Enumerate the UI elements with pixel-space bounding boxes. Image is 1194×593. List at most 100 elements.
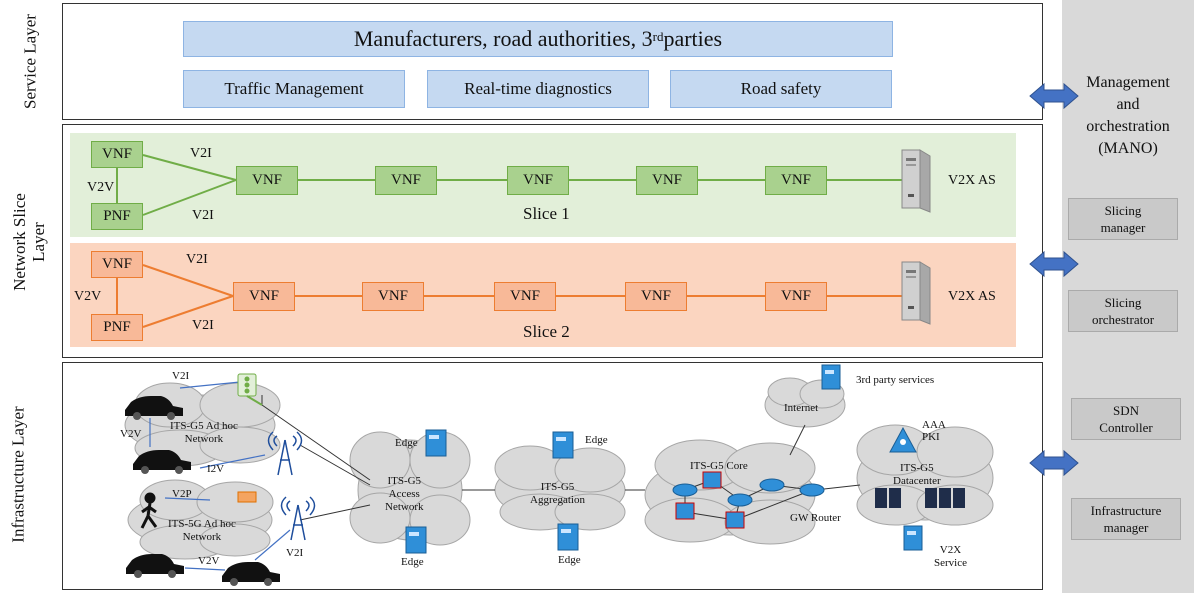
router-icon	[799, 483, 825, 497]
slice1-vnf-1: VNF	[236, 166, 298, 195]
car-icon	[133, 450, 191, 474]
aggregation-label: ITS-G5 Aggregation	[530, 481, 585, 507]
slice2-name: Slice 2	[523, 322, 570, 341]
double-arrow-icon	[1029, 82, 1079, 110]
v2x-service-line1: V2X	[939, 544, 962, 556]
datacenter-line2: Datacenter	[893, 475, 941, 487]
infra-adhoc-5g: ITS-5G Ad hoc Network	[168, 518, 236, 544]
double-arrow-icon	[1029, 449, 1079, 477]
traffic-light-icon	[237, 373, 263, 406]
sdn-controller-box: SDN Controller	[1071, 398, 1181, 440]
access-network-label: ITS-G5 Access Network	[385, 475, 424, 514]
slice1-v2v: V2V	[87, 180, 115, 195]
server-icon	[901, 261, 931, 325]
datacenter-label: ITS-G5 Datacenter	[893, 462, 941, 488]
slice2-vnf-3: VNF	[494, 282, 556, 311]
gw-router-label: GW Router	[790, 512, 841, 524]
service-banner-sup: rd	[652, 29, 664, 44]
edge-server-icon	[552, 431, 574, 459]
sdn-line2: Controller	[1099, 420, 1153, 435]
car-icon	[222, 562, 280, 586]
router-icons	[672, 471, 825, 529]
datacenter-line1: ITS-G5	[900, 462, 934, 474]
slice1-pnf: PNF	[91, 203, 143, 230]
slice1-vnf-5: VNF	[765, 166, 827, 195]
slice2-v2i-bottom: V2I	[192, 318, 214, 333]
slice1-vnf-3: VNF	[507, 166, 569, 195]
infra-v2i-top: V2I	[172, 370, 190, 382]
aggregation-line2: Aggregation	[530, 494, 585, 506]
slicing-orch-line1: Slicing	[1104, 295, 1142, 310]
infra-v2v-bottom: V2V	[198, 555, 220, 567]
infra-adhoc-g5: ITS-G5 Ad hoc Network	[170, 420, 238, 446]
infra-v2p: V2P	[172, 488, 192, 500]
slice-1-links	[116, 154, 903, 216]
slice1-vnf-left: VNF	[91, 141, 143, 168]
router-icon	[702, 471, 722, 489]
edge-label-2: Edge	[585, 434, 608, 446]
car-icon	[125, 396, 183, 420]
slice2-vnf-1: VNF	[233, 282, 295, 311]
infra-v2i-bottom: V2I	[286, 547, 304, 559]
mano-title: Management and orchestration (MANO)	[1062, 72, 1194, 160]
infra-mgr-line2: manager	[1103, 520, 1149, 535]
adhoc-g5-line1: ITS-G5 Ad hoc	[170, 420, 238, 432]
mano-title-line3: orchestration	[1086, 118, 1170, 135]
router-icon	[672, 483, 698, 497]
slice2-server-label: V2X AS	[948, 289, 996, 304]
mano-title-line4: (MANO)	[1098, 140, 1158, 157]
infra-mgr-line1: Infrastructure	[1090, 503, 1162, 518]
v2x-service-label: V2X Service	[934, 544, 967, 570]
slicing-orchestrator-box: Slicing orchestrator	[1068, 290, 1178, 332]
slicing-orch-line2: orchestrator	[1091, 312, 1155, 327]
adhoc-5g-line2: Network	[182, 531, 222, 543]
slicing-manager-line1: Slicing	[1104, 203, 1142, 218]
aaa-label: AAA	[922, 419, 946, 431]
edge-server-icon	[405, 526, 427, 554]
edge-label-3: Edge	[401, 556, 424, 568]
slice-2-links	[116, 264, 903, 328]
adhoc-g5-line2: Network	[184, 433, 224, 445]
slice1-vnf-4: VNF	[636, 166, 698, 195]
edge-server-icons	[405, 364, 923, 554]
edge-server-icon	[903, 525, 923, 551]
cloud-icon	[127, 479, 274, 560]
slice2-vnf-2: VNF	[362, 282, 424, 311]
adhoc-5g-line1: ITS-5G Ad hoc	[168, 518, 236, 530]
internet-label: Internet	[784, 402, 819, 414]
server-icon	[901, 149, 931, 213]
slice2-vnf-4: VNF	[625, 282, 687, 311]
slice1-server-label: V2X AS	[948, 173, 996, 188]
core-label: ITS-G5 Core	[690, 460, 748, 472]
car-icon	[126, 554, 184, 578]
slice1-vnf-2: VNF	[375, 166, 437, 195]
pki-icon	[889, 426, 917, 453]
third-party-label: 3rd party services	[856, 374, 935, 386]
datacenter-icon	[875, 488, 965, 508]
router-icon	[759, 478, 785, 492]
slice2-v2v: V2V	[74, 289, 102, 304]
access-line1: ITS-G5	[387, 475, 422, 487]
infra-v2v-left: V2V	[120, 428, 142, 440]
car-icons	[125, 396, 280, 586]
pki-label: PKI	[922, 431, 940, 443]
edge-label-1: Edge	[395, 437, 418, 449]
double-arrow-icon	[1029, 250, 1079, 278]
antenna-icon	[267, 431, 303, 476]
service-box-traffic: Traffic Management	[183, 70, 405, 108]
access-line3: Network	[385, 501, 424, 513]
edge-server-icon	[557, 523, 579, 551]
antenna-icon	[280, 496, 316, 541]
slice1-v2i-top: V2I	[190, 146, 212, 161]
service-banner-text: Manufacturers, road authorities, 3	[353, 26, 653, 51]
edge-server-icon	[425, 429, 447, 457]
slice2-vnf-left: VNF	[91, 251, 143, 278]
router-icon	[725, 511, 745, 529]
router-icon	[727, 493, 753, 507]
mano-title-line1: Management	[1086, 74, 1170, 91]
mano-title-line2: and	[1116, 96, 1140, 113]
sdn-line1: SDN	[1112, 403, 1139, 418]
pedestrian-icon	[140, 492, 158, 529]
